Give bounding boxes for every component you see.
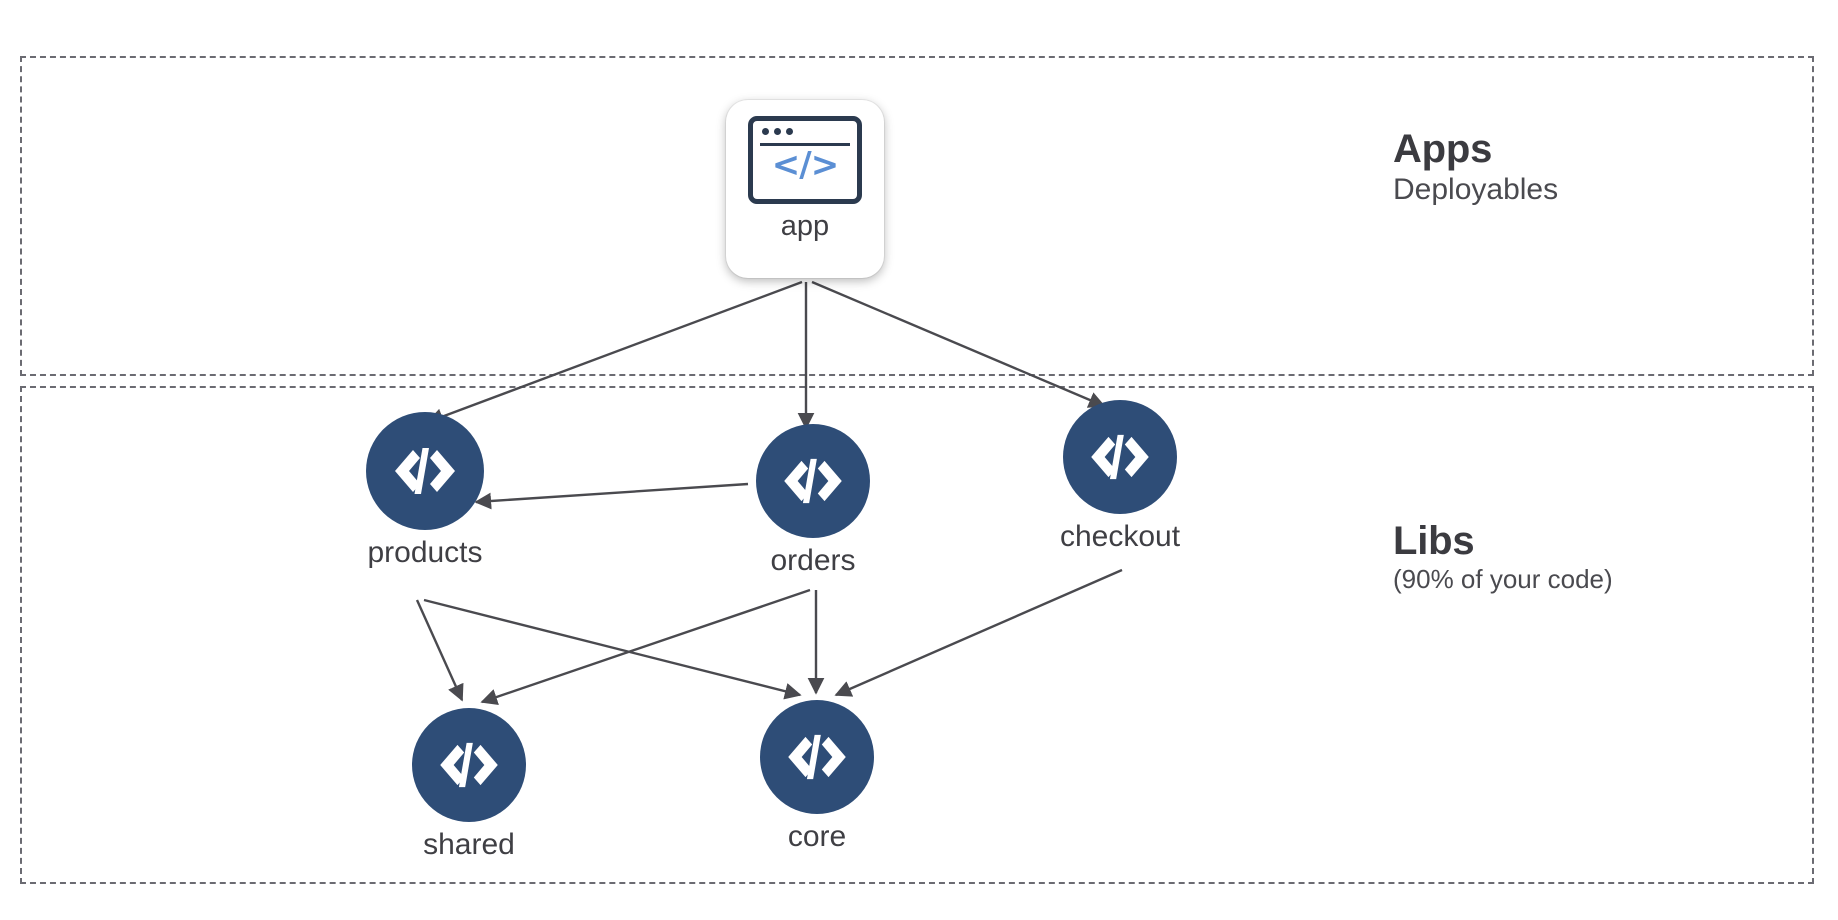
window-rule [760,143,850,146]
node-core-label: core [787,820,847,853]
code-icon [760,700,874,814]
zone-libs-legend: Libs (90% of your code) [1393,520,1613,597]
zone-apps [20,56,1814,376]
browser-code-icon: </> [748,116,862,204]
node-shared[interactable]: shared [412,708,526,861]
node-shared-label: shared [423,828,515,861]
code-icon [412,708,526,822]
node-core[interactable]: core [760,700,874,853]
node-products-label: products [367,536,483,569]
node-orders-label: orders [770,544,856,577]
node-orders[interactable]: orders [756,424,870,577]
zone-apps-legend: Apps Deployables [1393,128,1558,211]
zone-libs [20,386,1814,884]
zone-libs-subtitle: (90% of your code) [1393,564,1613,594]
node-app[interactable]: </> app [726,100,884,278]
zone-apps-subtitle: Deployables [1393,173,1559,206]
node-products[interactable]: products [366,412,484,569]
code-icon [1063,400,1178,514]
window-dots-icon [762,128,793,135]
node-checkout-label: checkout [1060,520,1181,553]
node-app-label: app [780,210,830,242]
code-icon [366,412,484,530]
node-checkout[interactable]: checkout [1060,400,1180,553]
zone-apps-title: Apps [1393,127,1493,171]
code-icon [756,424,870,538]
code-glyph: </> [771,145,839,185]
zone-libs-title: Libs [1393,519,1475,563]
